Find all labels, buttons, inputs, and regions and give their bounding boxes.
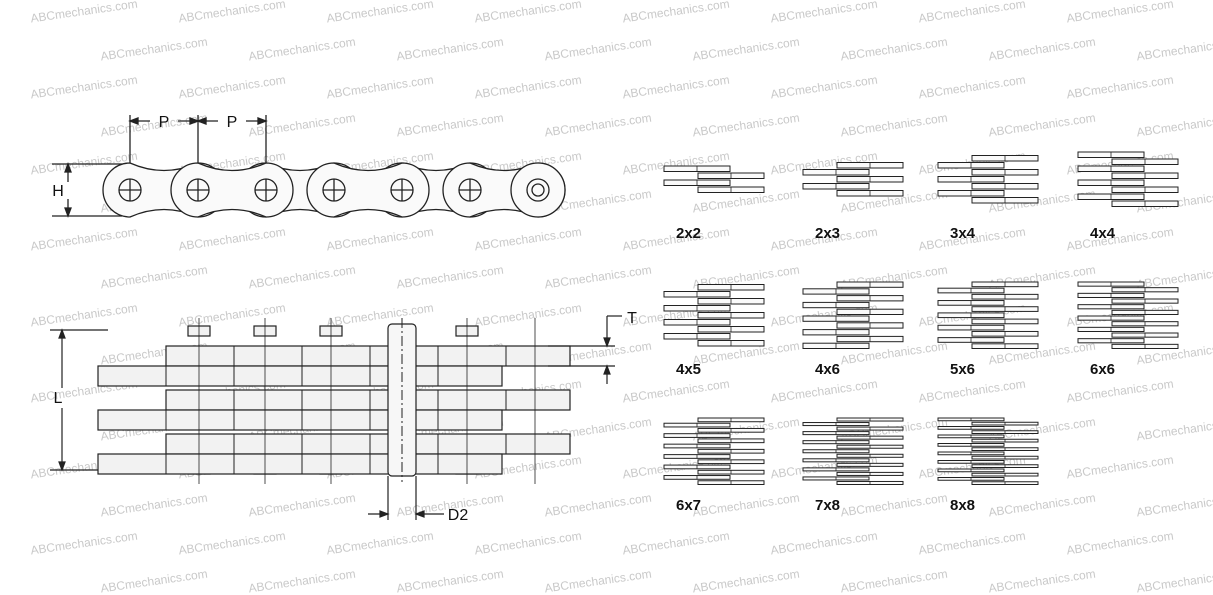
- lacing-code-label: 6x6: [1090, 361, 1115, 378]
- pin-6: [458, 178, 482, 202]
- length-label: L: [54, 390, 63, 407]
- end-link-disc: [510, 162, 566, 218]
- lacing-pattern-2x2: 2x2: [663, 165, 765, 242]
- lacing-pattern-4x4: 4x4: [1077, 151, 1179, 242]
- plate-row-6: [97, 453, 503, 475]
- lacing-pattern-3x4: 3x4: [937, 155, 1039, 242]
- pitch-label-1: P: [159, 114, 170, 131]
- pin-5: [390, 178, 414, 202]
- link-plate-5: [306, 162, 430, 218]
- pin-4: [322, 178, 346, 202]
- lacing-pattern-2x3: 2x3: [802, 162, 904, 242]
- pin-diameter-label: D2: [448, 507, 469, 524]
- thickness-label: T: [627, 310, 637, 327]
- height-label: H: [52, 183, 64, 200]
- chain-top-view: L: [50, 310, 637, 524]
- thickness-dimension: [548, 315, 622, 384]
- side-link-plates: [102, 162, 566, 218]
- lacing-code-label: 4x6: [815, 361, 840, 378]
- lacing-pattern-6x6: 6x6: [1077, 281, 1179, 378]
- link-plate-4: [170, 162, 294, 218]
- plate-row-2: [97, 365, 503, 387]
- lacing-code-label: 2x2: [676, 225, 701, 242]
- pin-2: [186, 178, 210, 202]
- side-pins: [118, 178, 550, 202]
- sectioned-pin: [387, 318, 417, 482]
- lacing-pattern-4x6: 4x6: [802, 281, 904, 378]
- lacing-pattern-7x8: 7x8: [802, 417, 904, 514]
- lacing-code-label: 3x4: [950, 225, 976, 242]
- lacing-code-label: 6x7: [676, 497, 701, 514]
- lacing-code-label: 4x4: [1090, 225, 1116, 242]
- lacing-pattern-4x5: 4x5: [663, 284, 765, 378]
- pitch-label-2: P: [227, 114, 238, 131]
- top-center-lines: [198, 318, 536, 484]
- lacing-pattern-5x6: 5x6: [937, 281, 1039, 378]
- chain-side-view: P P H: [52, 114, 566, 218]
- lacing-code-label: 4x5: [676, 361, 701, 378]
- lacing-pattern-grid: 2x2 2x3 3x4 4x4 4x5 4x6 5x6 6x6 6x7 7x8 8x8: [663, 151, 1179, 514]
- lacing-code-label: 7x8: [815, 497, 840, 514]
- plate-row-1: [165, 345, 571, 367]
- pin-1: [118, 178, 142, 202]
- lacing-code-label: 2x3: [815, 225, 840, 242]
- plate-row-3: [165, 389, 571, 411]
- pin-diameter-dimension: [368, 476, 444, 520]
- lacing-code-label: 8x8: [950, 497, 975, 514]
- height-dimension: [52, 162, 122, 218]
- pin-7-sectioned: [526, 178, 550, 202]
- top-view-plates: [97, 345, 571, 475]
- pin-3: [254, 178, 278, 202]
- lacing-pattern-8x8: 8x8: [937, 417, 1039, 514]
- plate-row-4: [97, 409, 503, 431]
- plate-row-5: [165, 433, 571, 455]
- pitch-dimension: [128, 115, 268, 165]
- lacing-pattern-6x7: 6x7: [663, 417, 765, 514]
- lacing-code-label: 5x6: [950, 361, 975, 378]
